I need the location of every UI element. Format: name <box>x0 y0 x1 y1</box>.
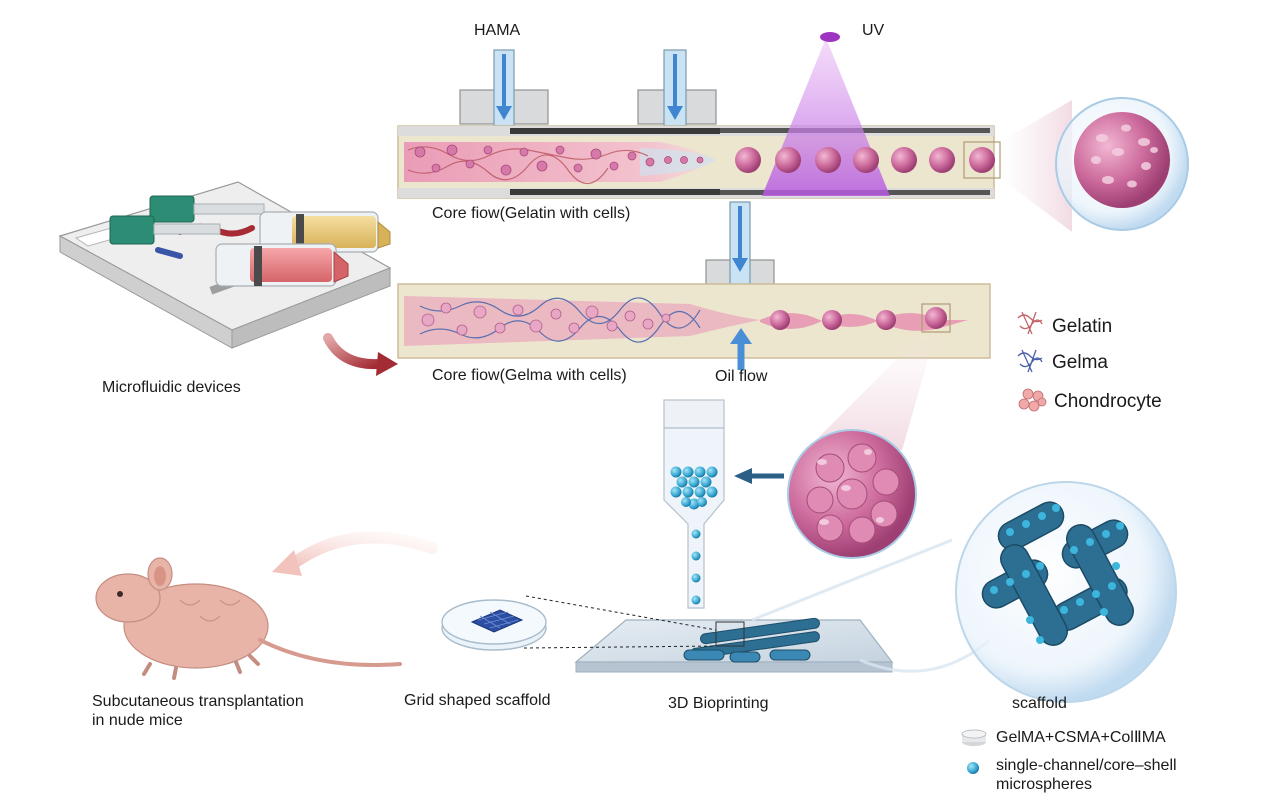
gelatin-legend-icon <box>1017 311 1043 335</box>
hama-label: HAMA <box>474 22 521 39</box>
legend-gelatin-label: Gelatin <box>1052 316 1113 337</box>
core-flow-gelma-label: Core fiow(Gelma with cells) <box>432 367 627 384</box>
gelma-channel <box>397 201 991 370</box>
hydrogel-legend-icon <box>961 729 987 746</box>
oil-flow-label: Oil flow <box>715 368 768 385</box>
bead-legend-icon <box>967 762 979 774</box>
legend-microspheres-label-line2: microspheres <box>996 776 1093 793</box>
subcutaneous-label-line2: in nude mice <box>92 712 183 729</box>
chondrocyte-legend-icon <box>1018 388 1047 412</box>
printing-slide <box>574 538 991 673</box>
uv-label: UV <box>862 22 885 39</box>
petri-dish-icon <box>441 599 547 651</box>
bioprinter-nozzle-icon <box>663 399 725 609</box>
scaffold-icon <box>955 481 1177 703</box>
grid-scaffold-label: Grid shaped scaffold <box>404 692 551 709</box>
legend-hydrogel-label: GelMA+CSMA+ColⅡMA <box>996 729 1166 746</box>
microfluidic-devices-label: Microfluidic devices <box>102 379 241 396</box>
transfer-arrow-icon <box>323 333 398 376</box>
mouse-icon <box>95 557 402 680</box>
cell-cluster <box>414 144 704 176</box>
syringe-pump-icon <box>58 181 392 349</box>
legend-chondrocyte-label: Chondrocyte <box>1054 391 1162 412</box>
cell-cluster <box>421 302 671 336</box>
uv-lamp-icon <box>820 32 840 42</box>
transplant-arrow-icon <box>272 531 438 576</box>
gelatin-channel <box>397 32 1001 199</box>
microsphere-icon <box>735 147 995 173</box>
subcutaneous-label-line1: Subcutaneous transplantation <box>92 693 304 710</box>
gelma-legend-icon <box>1017 349 1043 373</box>
core-flow-gelatin-label: Core fiow(Gelatin with cells) <box>432 205 631 222</box>
legend-top <box>1017 311 1047 412</box>
chondrocyte-microsphere-zoom <box>787 429 917 559</box>
scaffold-label: scaffold <box>1012 695 1067 712</box>
legend-gelma-label: Gelma <box>1052 352 1108 373</box>
bioprinting-label: 3D Bioprinting <box>668 695 769 712</box>
microsphere-zoom-bubble <box>1055 97 1189 231</box>
legend-microspheres-label-line1: single-channel/core–shell <box>996 757 1177 774</box>
